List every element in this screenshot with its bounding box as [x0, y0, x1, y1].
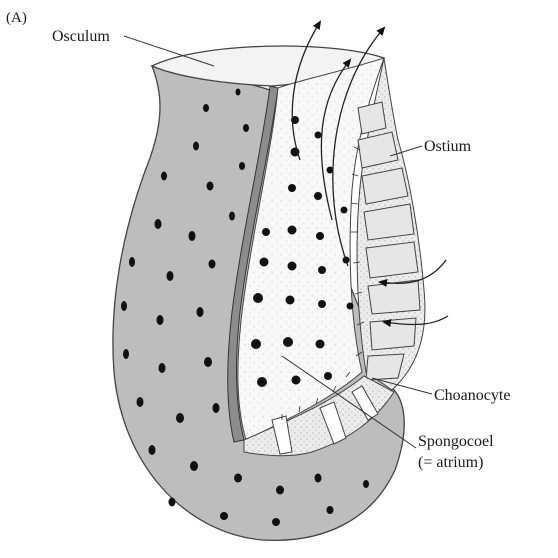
spongocoel-label: Spongocoel [418, 433, 494, 450]
choanocyte-label: Choanocyte [434, 387, 510, 404]
osculum-label: Osculum [52, 28, 110, 45]
spongocoel-alias-label: (= atrium) [418, 454, 483, 471]
ostium-label: Ostium [424, 138, 472, 155]
panel-label: (A) [6, 10, 27, 26]
